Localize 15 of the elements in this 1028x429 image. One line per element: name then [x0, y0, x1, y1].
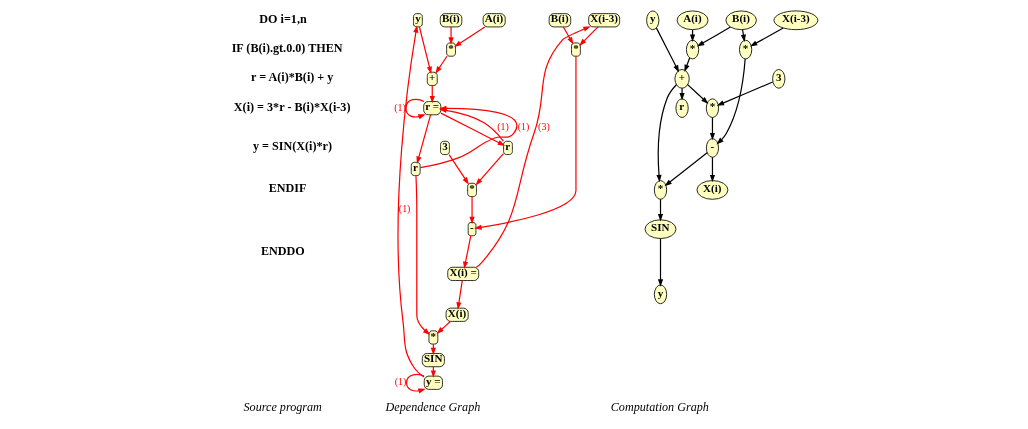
edge-label: (3): [537, 121, 550, 133]
label: DO i=1,n: [258, 11, 307, 26]
label: r = A(i)*B(i) + y: [250, 70, 333, 85]
label: Dependence Graph: [385, 400, 480, 415]
edge-label: (1): [517, 121, 529, 133]
label: y = SIN(X(i)*r): [252, 139, 332, 154]
edge-label: (1): [496, 121, 509, 133]
label: ENDIF: [268, 181, 306, 196]
label: Source program: [243, 400, 322, 415]
label: Computation Graph: [610, 400, 709, 415]
label: IF (B(i).gt.0.0) THEN: [231, 41, 343, 56]
label: ENDDO: [260, 244, 305, 259]
edge-label: (1): [398, 203, 410, 215]
edge-label: (1): [394, 376, 406, 388]
label: X(i) = 3*r - B(i)*X(i-3): [233, 99, 350, 114]
